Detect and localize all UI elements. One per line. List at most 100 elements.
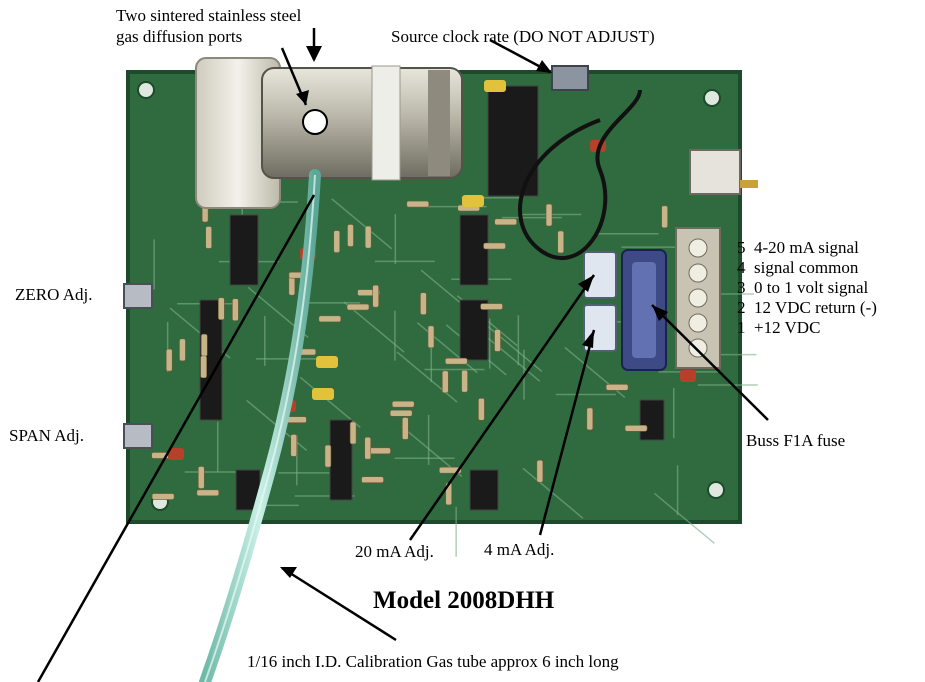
adj-4ma-label: 4 mA Adj. (484, 540, 555, 559)
resistor (361, 476, 384, 484)
resistor (165, 348, 173, 372)
fuse-holder (621, 249, 667, 371)
ic-chip (459, 299, 489, 361)
pcb-trace (343, 301, 405, 353)
arrow-fuse (651, 304, 769, 421)
span-adj-label: SPAN Adj. (9, 426, 84, 445)
resistor (478, 397, 485, 421)
ic-chip (639, 399, 665, 441)
arrow-20ma (408, 274, 596, 541)
source-clock-pot (551, 65, 589, 91)
diffusion-ports-label-line2: gas diffusion ports (116, 27, 243, 46)
terminal-pin-row: 1 +12 VDC (737, 318, 877, 338)
resistor (661, 205, 668, 229)
arrowhead (582, 330, 594, 348)
resistor (557, 230, 565, 254)
side-connector-pin (740, 180, 758, 188)
terminal-pin-row: 5 4-20 mA signal (737, 238, 877, 258)
sensor-cable-tie (371, 65, 401, 181)
resistor (624, 425, 648, 432)
ic-chip (229, 214, 259, 286)
span-pot (123, 423, 153, 449)
arrow-cal-tube (281, 566, 397, 642)
source-clock-label: Source clock rate (DO NOT ADJUST) (391, 27, 655, 46)
terminal-pin-number: 1 (737, 318, 746, 337)
arrowhead (652, 305, 668, 321)
resistor (420, 292, 427, 315)
resistor (200, 333, 208, 357)
terminal-pin-label: 12 VDC return (-) (745, 298, 877, 317)
terminal-pin-row: 4 signal common (737, 258, 877, 278)
resistor (368, 447, 391, 455)
capacitor (312, 388, 334, 400)
terminal-pin-label: +12 VDC (745, 318, 821, 337)
terminal-screw (688, 288, 708, 308)
diffusion-ports-label-line1: Two sintered stainless steel (116, 6, 302, 25)
terminal-block (675, 227, 721, 369)
terminal-screw (688, 238, 708, 258)
resistor (196, 489, 220, 497)
resistor (389, 409, 413, 417)
resistor (483, 242, 506, 250)
arrowhead (578, 275, 594, 292)
terminal-pin-number: 3 (737, 278, 746, 297)
terminal-pin-row: 3 0 to 1 volt signal (737, 278, 877, 298)
resistor (536, 459, 544, 483)
ic-chip (487, 85, 539, 197)
annotation-arrows (36, 28, 769, 682)
terminal-pin-number: 2 (737, 298, 746, 317)
arrow-heads (280, 46, 668, 578)
resistor (605, 383, 629, 391)
capacitor (462, 195, 484, 207)
ic-chip (329, 419, 353, 501)
terminal-pin-row: 2 12 VDC return (-) (737, 298, 877, 318)
resistor (333, 230, 341, 253)
ic-chip (459, 214, 489, 286)
terminal-pin-number: 5 (737, 238, 746, 257)
arrowhead (306, 46, 322, 62)
pcb-trace (479, 330, 541, 382)
sensor-band (428, 70, 450, 176)
resistor (391, 400, 415, 408)
fuse-label: Buss F1A fuse (746, 431, 846, 450)
resistor (406, 200, 430, 208)
side-connector (689, 149, 741, 195)
resistor (347, 224, 354, 247)
wire-loop (518, 89, 642, 260)
resistor (438, 466, 462, 474)
capacitor (484, 80, 506, 92)
zero-pot (123, 283, 153, 309)
capacitor (316, 356, 338, 368)
ic-chip (469, 469, 499, 511)
resistor (324, 444, 332, 468)
resistor (218, 297, 225, 320)
ic-chip (199, 299, 223, 421)
mounting-hole (137, 81, 155, 99)
calibration-gas-tube-highlight (204, 174, 316, 682)
mounting-hole (707, 481, 725, 499)
zero-adj-label: ZERO Adj. (15, 285, 93, 304)
sensor-cylinder (261, 67, 463, 179)
terminal-pin-number: 4 (737, 258, 746, 277)
resistor (349, 421, 357, 445)
terminal-screw (688, 338, 708, 358)
pot-20ma (583, 251, 617, 299)
resistor (494, 218, 517, 226)
cal-tube-label: 1/16 inch I.D. Calibration Gas tube appr… (247, 652, 619, 671)
terminal-pin-label: 4-20 mA signal (745, 238, 859, 257)
pcb-trace (396, 351, 458, 403)
resistor (545, 203, 553, 227)
pcb-trace (331, 198, 393, 250)
model-title: Model 2008DHH (373, 587, 555, 614)
resistor (586, 407, 594, 431)
sensor-assembly (195, 57, 463, 209)
mounting-hole (703, 89, 721, 107)
pcb-trace (522, 467, 584, 519)
capacitor (168, 448, 184, 460)
terminal-pin-label: signal common (745, 258, 859, 277)
resistor (364, 225, 372, 249)
terminal-screw (688, 263, 708, 283)
terminal-screw (688, 313, 708, 333)
